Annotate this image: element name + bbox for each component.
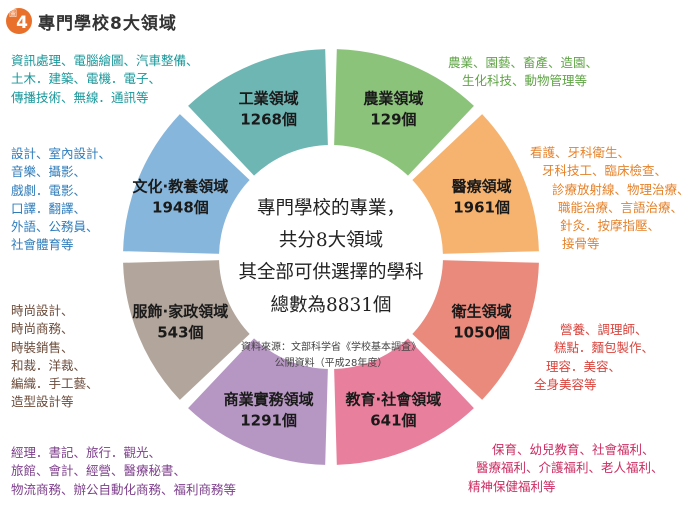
detail-line: 農業、園藝、畜產、造園、 — [448, 55, 599, 70]
detail-line: 全身美容等 — [534, 376, 597, 392]
sector-education-welfare — [334, 336, 474, 465]
center-line-3: 其全部可供選擇的學科 — [238, 262, 423, 283]
detail-line: 經理．書記、旅行．觀光、 — [11, 445, 162, 460]
detail-line: 物流商務、辦公自動化商務、福利商務等 — [11, 481, 237, 497]
detail-line: 設計、室內設計、 — [11, 146, 112, 161]
sector-medical — [410, 114, 539, 254]
sector-label-industry: 工業領域 — [239, 89, 299, 107]
figure-title: 專門學校8大領域 — [38, 13, 177, 34]
detail-line: 生化科技、動物管理等 — [462, 73, 588, 89]
detail-line: 旅館、會計、經營、醫療秘書、 — [11, 463, 187, 479]
detail-line: 職能治療、言語治療、 — [558, 199, 684, 215]
sector-count-industry: 1268個 — [240, 110, 297, 128]
detail-line: 保育、幼兒教育、社會福利、 — [492, 442, 655, 457]
detail-line: 傳播技術、無線．通訊等 — [11, 89, 149, 105]
detail-line: 醫療福利、介護福利、老人福利、 — [476, 460, 664, 476]
sector-count-hygiene: 1050個 — [453, 323, 510, 341]
source-line-1: 資料來源：文部科学省《学校基本調査》 — [241, 340, 421, 353]
center-line-4: 總數為8831個 — [270, 295, 391, 316]
fashion-home-details: 時尚設計、 時尚商務、 時裝銷售、 和裁．洋裁、 編織．手工藝、 造型設計等 — [11, 302, 99, 412]
detail-line: 精神保健福利等 — [468, 478, 556, 494]
sector-label-medical: 醫療領域 — [452, 178, 512, 196]
detail-line: 口譯．翻譯、 — [11, 200, 87, 216]
detail-line: 診療放射線、物理治療、 — [552, 181, 690, 197]
detail-line: 外語、公務員、 — [11, 219, 99, 235]
detail-line: 看護、牙科衛生、 — [530, 145, 631, 160]
detail-line: 資訊處理、電腦繪圖、汽車整備、 — [11, 53, 199, 68]
detail-line: 社會體育等 — [11, 237, 74, 253]
sector-business — [188, 336, 328, 465]
sector-count-education-welfare: 641個 — [370, 412, 416, 430]
detail-line: 時尚商務、 — [11, 321, 74, 337]
sector-industry — [188, 49, 328, 178]
detail-line: 營養、調理師、 — [560, 322, 648, 337]
sector-count-business: 1291個 — [240, 412, 297, 430]
detail-line: 理容．美容、 — [546, 358, 622, 374]
detail-line: 編織．手工藝、 — [11, 376, 99, 392]
sector-count-culture-education: 1948個 — [152, 199, 209, 217]
source-line-2: 公開資料（平成28年度） — [275, 356, 388, 369]
detail-line: 針灸．按摩指壓、 — [560, 218, 661, 234]
sector-label-fashion-home: 服飾·家政領域 — [133, 302, 229, 320]
agriculture-details: 農業、園藝、畜產、造園、 生化科技、動物管理等 — [448, 54, 598, 91]
center-line-1: 專門學校的專業， — [257, 198, 405, 219]
figure-badge: 圖 4 — [6, 8, 32, 34]
sector-fashion-home — [123, 260, 252, 400]
badge-label: 圖 — [9, 9, 17, 18]
source-note: 資料來源：文部科学省《学校基本調査》 公開資料（平成28年度） — [241, 340, 421, 369]
sector-count-fashion-home: 543個 — [157, 323, 203, 341]
center-text: 專門學校的專業， 共分8大領域 其全部可供選擇的學科 總數為8831個 — [238, 198, 423, 316]
detail-line: 時裝銷售、 — [11, 339, 74, 355]
sector-label-business: 商業實務領域 — [224, 391, 314, 409]
badge-number: 4 — [16, 13, 28, 33]
hygiene-details: 營養、調理師、 糕點．麵包製作、 理容．美容、 全身美容等 — [534, 321, 654, 394]
detail-line: 戲劇．電影、 — [11, 182, 87, 198]
detail-line: 接骨等 — [562, 236, 600, 252]
sector-culture-education — [123, 114, 252, 254]
detail-line: 造型設計等 — [11, 394, 74, 410]
medical-details: 看護、牙科衛生、 牙科技工、臨床檢查、 診療放射線、物理治療、 職能治療、言語治… — [530, 144, 690, 254]
culture-education-details: 設計、室內設計、 音樂、攝影、 戲劇．電影、 口譯．翻譯、 外語、公務員、 社會… — [11, 145, 111, 255]
industry-details: 資訊處理、電腦繪圖、汽車整備、 土木．建築、電機．電子、 傳播技術、無線．通訊等 — [11, 52, 199, 107]
center-line-2: 共分8大領域 — [279, 230, 383, 251]
business-details: 經理．書記、旅行．觀光、 旅館、會計、經營、醫療秘書、 物流商務、辦公自動化商務… — [11, 444, 236, 499]
detail-line: 音樂、攝影、 — [11, 164, 87, 180]
sector-agriculture — [334, 49, 474, 178]
sector-label-education-welfare: 教育·社會領域 — [345, 391, 442, 409]
detail-line: 牙科技工、臨床檢查、 — [542, 163, 668, 179]
sector-count-agriculture: 129個 — [370, 110, 416, 128]
figure-header: 圖 4 專門學校8大領域 — [6, 6, 177, 36]
detail-line: 和裁．洋裁、 — [11, 357, 87, 373]
detail-line: 土木．建築、電機．電子、 — [11, 71, 162, 87]
center-disc — [219, 145, 443, 369]
detail-line: 糕點．麵包製作、 — [554, 340, 655, 356]
sector-count-medical: 1961個 — [453, 199, 510, 217]
detail-line: 時尚設計、 — [11, 303, 74, 318]
sector-label-agriculture: 農業領域 — [363, 89, 423, 107]
sector-hygiene — [410, 260, 539, 400]
sector-label-hygiene: 衛生領域 — [451, 302, 512, 320]
sector-label-culture-education: 文化·教養領域 — [133, 178, 229, 196]
education-welfare-details: 保育、幼兒教育、社會福利、 醫療福利、介護福利、老人福利、 精神保健福利等 — [468, 441, 664, 496]
